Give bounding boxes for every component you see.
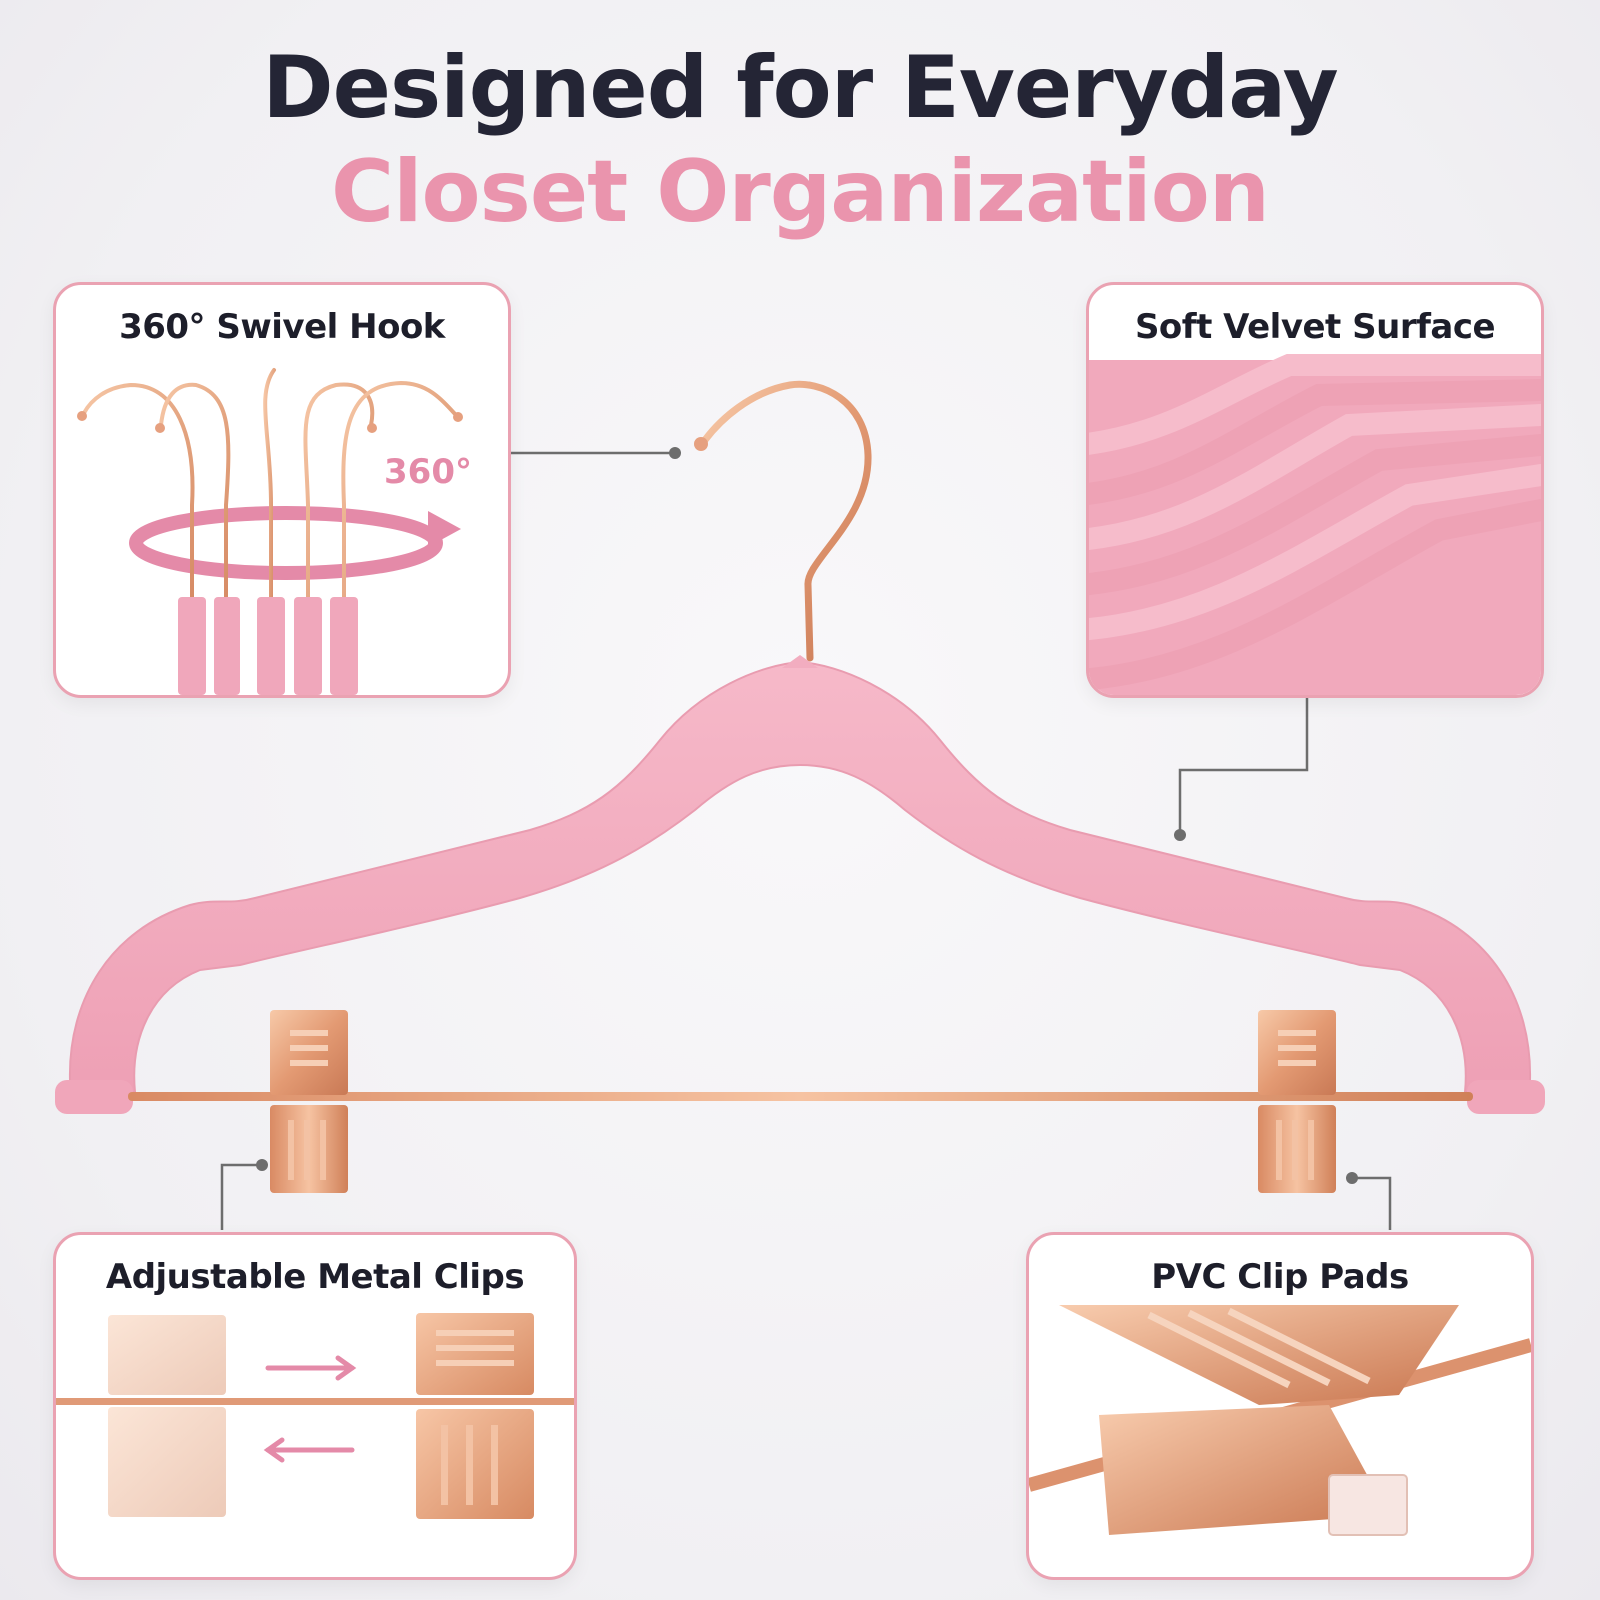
metal-clips-diagram bbox=[56, 1313, 574, 1519]
slide-left-arrow-icon bbox=[263, 1437, 355, 1463]
left-end-cap bbox=[55, 1080, 133, 1114]
feature-card-velvet-surface: Soft Velvet Surface bbox=[1086, 282, 1544, 698]
slide-right-arrow-icon bbox=[265, 1355, 357, 1381]
feature-card-swivel-hook: 360° Swivel Hook 360° bbox=[53, 282, 511, 698]
metal-clips-title: Adjustable Metal Clips bbox=[105, 1257, 525, 1297]
left-main-clip bbox=[270, 1010, 348, 1193]
feature-card-clip-pads: PVC Clip Pads bbox=[1026, 1232, 1534, 1580]
right-end-cap bbox=[1467, 1080, 1545, 1114]
headline-line-2: Closet Organization bbox=[330, 142, 1270, 242]
clip-pads-title: PVC Clip Pads bbox=[1151, 1257, 1409, 1297]
swivel-hook-title: 360° Swivel Hook bbox=[119, 307, 445, 347]
callout-lines bbox=[220, 451, 1392, 1230]
main-hook bbox=[701, 380, 872, 662]
velvet-surface-title: Soft Velvet Surface bbox=[1134, 307, 1496, 347]
velvet-hanger-body bbox=[68, 660, 1532, 1093]
clip-pads-closeup-photo bbox=[1029, 1305, 1531, 1536]
swivel-hook-icon: 360° bbox=[77, 368, 472, 695]
headline-line-1: Designed for Everyday bbox=[262, 38, 1338, 138]
velvet-closeup-photo bbox=[1089, 354, 1541, 695]
right-main-clip bbox=[1258, 1010, 1336, 1193]
rotation-badge: 360° bbox=[384, 452, 472, 492]
metal-bar bbox=[128, 1092, 1473, 1101]
feature-card-metal-clips: Adjustable Metal Clips bbox=[53, 1232, 577, 1580]
